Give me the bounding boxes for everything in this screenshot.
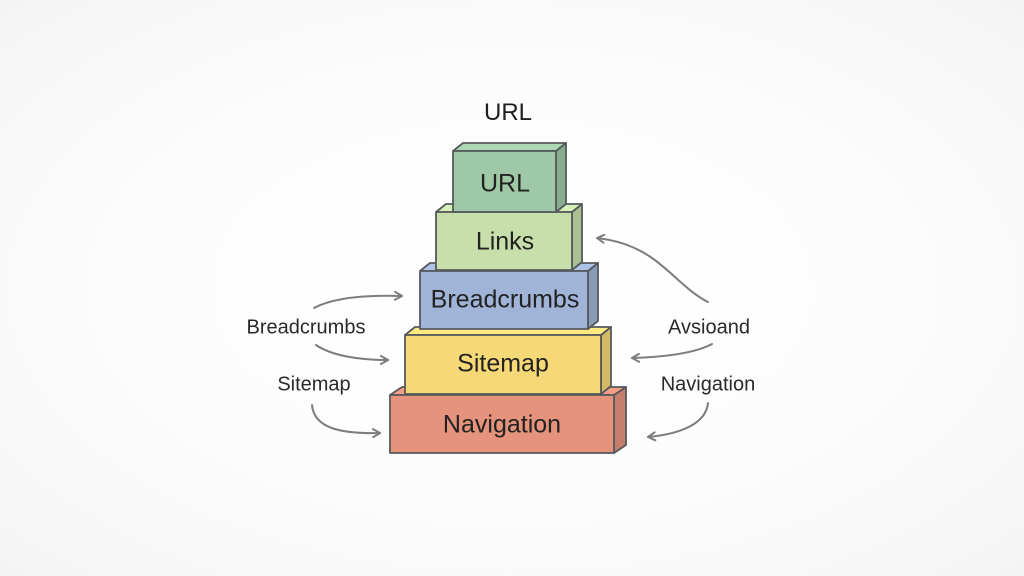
left-label-breadcrumbs: Breadcrumbs xyxy=(246,316,366,339)
top-label: URL xyxy=(483,99,533,126)
block-url-side xyxy=(555,142,567,213)
left-arrow-to-sitemap xyxy=(315,344,389,365)
left-arrow-to-navigation xyxy=(311,404,381,439)
block-sitemap-side xyxy=(600,326,612,395)
block-breadcrumbs-label: Breadcrumbs xyxy=(430,285,580,314)
block-breadcrumbs-side xyxy=(587,262,599,330)
block-links-front xyxy=(435,211,573,271)
block-links-label: Links xyxy=(475,227,535,256)
block-sitemap-front xyxy=(404,334,602,395)
block-navigation-side xyxy=(613,386,627,454)
block-navigation-front xyxy=(389,394,615,454)
block-url xyxy=(452,142,567,213)
right-label-avsioand: Avsioand xyxy=(668,316,750,339)
block-url-label: URL xyxy=(479,169,531,198)
block-breadcrumbs-front xyxy=(419,270,589,330)
right-label-navigation: Navigation xyxy=(660,373,756,396)
right-arrow-to-sitemap xyxy=(631,343,713,363)
left-arrow-to-breadcrumbs xyxy=(313,290,403,309)
block-navigation-label: Navigation xyxy=(442,410,562,439)
block-links-side xyxy=(571,203,583,271)
block-sitemap-label: Sitemap xyxy=(457,349,549,378)
right-arrow-to-links xyxy=(596,233,709,303)
left-label-sitemap: Sitemap xyxy=(277,373,351,396)
right-arrow-to-navigation xyxy=(647,402,709,442)
block-url-front xyxy=(452,150,557,213)
block-url-top xyxy=(452,142,567,152)
